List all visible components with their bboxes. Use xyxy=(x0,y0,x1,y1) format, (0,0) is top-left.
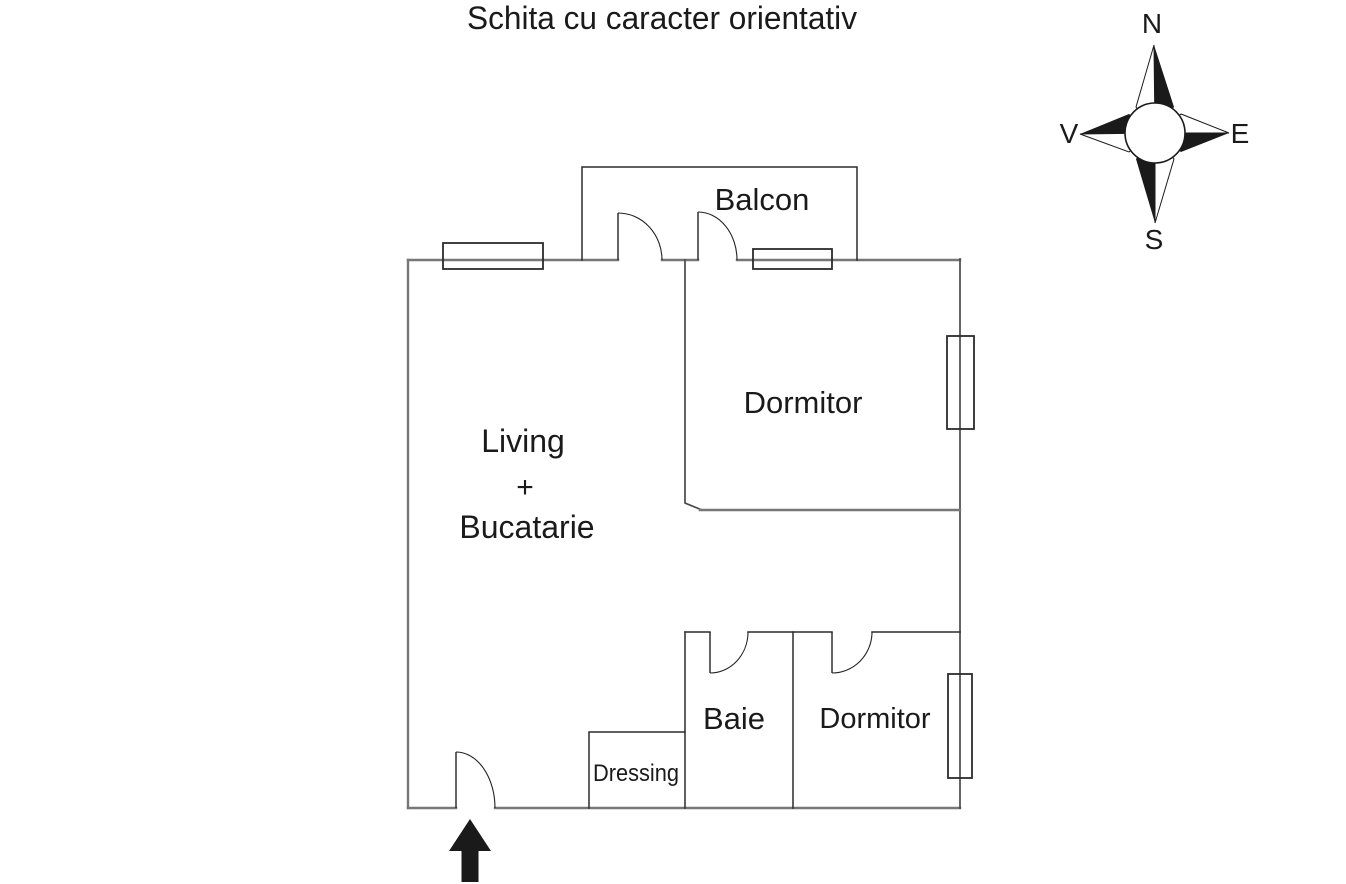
room-label-dormitor-top: Dormitor xyxy=(744,385,863,420)
door-swing-arc xyxy=(709,631,749,674)
door-swing-arc xyxy=(697,211,738,261)
room-label-living-plus: + xyxy=(516,471,534,504)
room-label-living-line1: Living xyxy=(481,423,565,459)
compass-south-label: S xyxy=(1145,224,1164,255)
door-swing-arc xyxy=(455,751,496,809)
dressing-outline xyxy=(588,731,686,809)
door-swing-arc xyxy=(831,631,873,674)
dormitor-bottom-door xyxy=(831,631,873,674)
room-label-balcon: Balcon xyxy=(715,182,810,217)
room-label-living-line3: Bucatarie xyxy=(459,509,594,545)
window-right-dormitor-bottom xyxy=(947,673,973,779)
compass-north-label: N xyxy=(1142,8,1162,39)
window-right-dormitor-top xyxy=(946,335,975,430)
window-top-left xyxy=(442,242,544,270)
compass-east-label: E xyxy=(1231,118,1250,149)
balcony-door-left xyxy=(617,212,663,261)
room-label-baie: Baie xyxy=(703,701,765,736)
window-top-right xyxy=(752,248,833,270)
room-label-dormitor-bottom: Dormitor xyxy=(819,703,931,735)
entrance-arrow-icon xyxy=(449,819,491,882)
door-swing-arc xyxy=(617,212,663,261)
room-label-dressing: Dressing xyxy=(593,760,679,787)
balcony-outline xyxy=(581,166,858,261)
compass-rose-icon: N V E S xyxy=(1060,8,1250,255)
compass-west-label: V xyxy=(1060,118,1079,149)
compass-center-circle xyxy=(1124,102,1186,164)
plan-title: Schita cu caracter orientativ xyxy=(467,0,857,36)
balcony-door-right xyxy=(697,211,738,261)
entrance-door xyxy=(455,751,496,809)
baie-door xyxy=(709,631,749,674)
living-dormitor-wall xyxy=(684,259,704,512)
